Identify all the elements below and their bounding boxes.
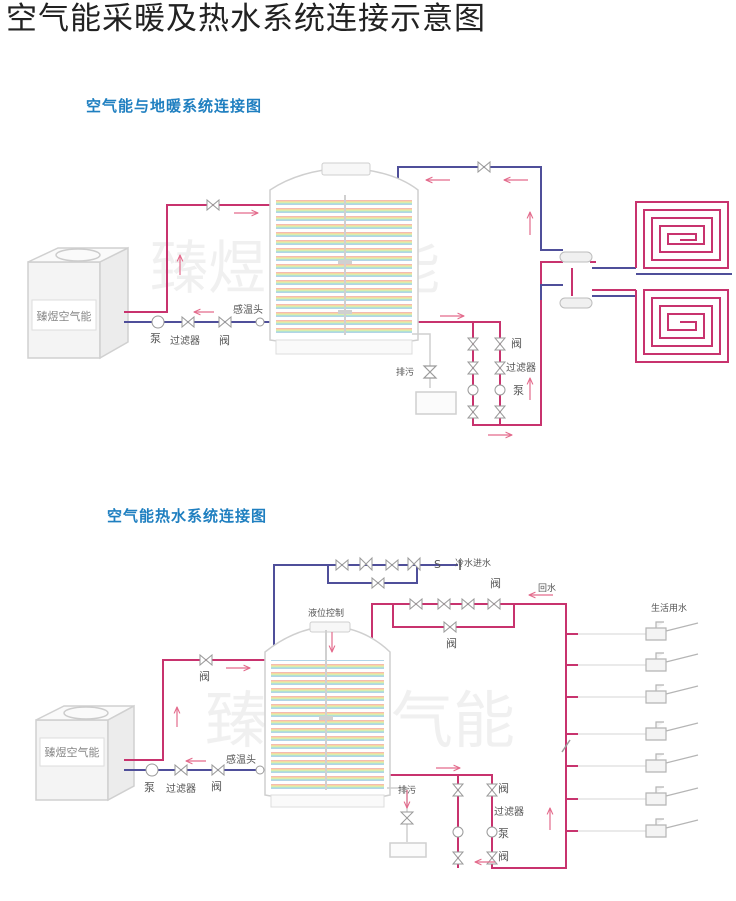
right-valve-label-2: 阀 [498,781,509,795]
pump-label: 泵 [150,332,161,345]
sensor-label-2: 感温头 [226,753,256,766]
valve-label-2: 阀 [211,779,222,793]
flow-arrows-2 [177,595,553,862]
domestic-water-feed-lines [578,633,646,832]
unit-brand-label-2: 臻煜空气能 [45,745,100,759]
floor-manifold-pipes [540,267,636,300]
sensor-label: 感温头 [233,303,263,316]
filter-icon [181,315,195,329]
hot-water-diagram: 臻煜空气能 臻煜空气能 [35,556,699,869]
page-title: 空气能采暖及热水系统连接示意图 [6,1,486,37]
floor-heating-coil-bottom [635,289,729,363]
right-pump-label: 泵 [513,384,524,397]
right-valve-label: 阀 [511,336,522,350]
water-storage-tank-2 [264,621,391,808]
unit-brand-label: 臻煜空气能 [37,309,92,323]
cold-inlet-label: 冷水进水 [455,557,491,569]
drain-valve-icon-2 [399,811,415,825]
level-control-label: 液位控制 [308,607,344,619]
return-water-label: 回水 [538,582,556,594]
drain-label: 排污 [396,366,414,378]
right-filter-label: 过滤器 [506,361,536,374]
secondary-loop-components [466,337,507,419]
line-components-2 [145,556,501,865]
supply-manifold [559,251,593,263]
domestic-water-branches [566,633,578,832]
hot-water-diagram-title: 空气能热水系统连接图 [107,507,268,525]
cold-return-pipe [124,166,563,323]
fan-icon [63,706,109,720]
water-storage-tank [269,162,419,355]
fan-icon [55,248,101,262]
valve-label: 阀 [219,333,230,347]
supply-valve-icon [206,198,220,212]
right-filter-label-2: 过滤器 [494,805,524,818]
valve-icon [218,315,232,329]
s-mark-label: S [434,558,441,571]
circulation-pump-icon [151,315,165,329]
right-pump-label-2: 泵 [498,827,509,840]
mid-valve-label: 阀 [446,636,457,650]
temperature-sensor-icon [255,317,265,327]
air-source-heat-pump-unit: 臻煜空气能 [27,246,129,360]
right-valve-label-3: 阀 [498,849,509,863]
floor-heating-diagram-title: 空气能与地暖系统连接图 [86,97,263,115]
floor-heating-coil-top [635,201,732,275]
left-valve-label: 阀 [199,669,210,683]
return-manifold [559,297,593,309]
air-source-heat-pump-unit-2: 臻煜空气能 [35,704,135,802]
pump-label-2: 泵 [144,781,155,794]
domestic-water-label: 生活用水 [651,602,687,614]
top-valve-label: 阀 [490,576,501,590]
bypass-mark [561,739,571,753]
pump-icon-2 [145,763,159,777]
drain-label-2: 排污 [398,784,416,796]
drain-outlet [412,333,457,415]
faucet-icons [645,621,699,838]
flow-arrows [180,180,530,435]
filter-label: 过滤器 [170,334,200,347]
return-valve-icon [477,160,491,174]
drain-valve-icon [422,365,438,379]
filter-label-2: 过滤器 [166,782,196,795]
floor-heating-diagram: 臻煜空气能 臻煜空气能 [27,160,732,435]
